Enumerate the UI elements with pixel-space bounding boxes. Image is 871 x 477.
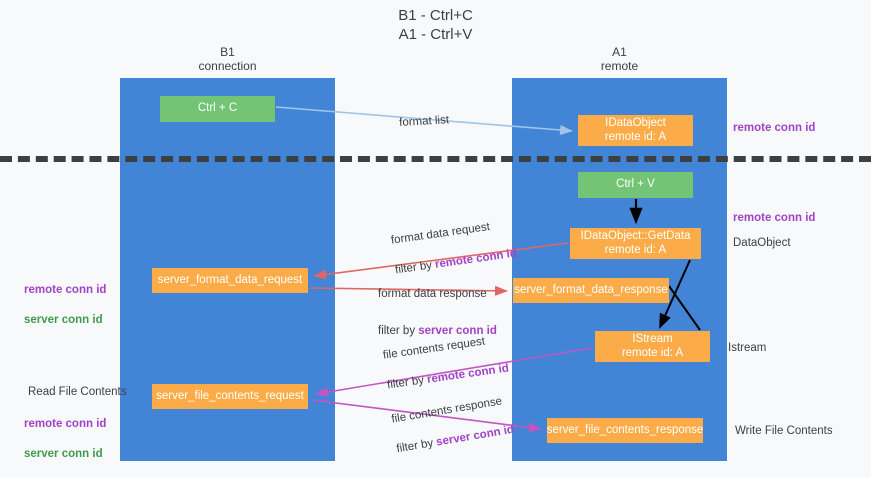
side-label-remote-conn-id-top: remote conn id [733,122,816,134]
label-file-contents-response-text: file contents response [390,395,503,426]
label-format-list-text: format list [398,114,450,129]
label-format-list: format list [398,98,449,131]
filter-prefix: filter by [395,436,438,456]
side-label-left-remote-conn-id-bottom: remote conn id [24,418,107,430]
side-label-read-file-contents: Read File Contents [28,386,127,398]
label-format-data-request-text: format data request [390,220,491,247]
filter-key-server-conn-id: server conn id [418,325,497,337]
filter-key-remote-conn-id: remote conn id [434,247,518,271]
page-title: B1 - Ctrl+C A1 - Ctrl+V [398,7,473,43]
diagram-canvas: B1 - Ctrl+C A1 - Ctrl+V B1 connection A1… [0,7,871,461]
phase-divider [0,156,871,162]
lane-header-b1: B1 connection [198,45,257,73]
side-label-left-server-conn-id-bottom: server conn id [24,448,103,460]
node-server-file-contents-response[interactable]: server_file_contents_response [547,418,703,443]
label-file-contents-request-text: file contents request [382,335,486,362]
label-format-data-response-text: format data response [378,288,487,300]
lane-header-a1: A1 remote [600,45,639,73]
side-label-group-left-bottom: remote conn id server conn id [24,402,106,477]
side-label-left-remote-conn-id-mid: remote conn id [24,284,107,296]
label-file-contents-response-filter: filter by server conn id [395,423,515,457]
filter-key-server-conn-id: server conn id [435,423,515,449]
label-format-data-response: format data response filter by server co… [378,272,497,354]
node-istream[interactable]: IStream remote id: A [595,331,710,362]
node-idataobject[interactable]: IDataObject remote id: A [578,115,693,146]
label-format-data-response-filter: filter by server conn id [378,324,497,339]
filter-prefix: filter by [378,325,419,337]
side-label-remote-conn-id-mid: remote conn id [733,212,816,224]
node-ctrl-v[interactable]: Ctrl + V [578,172,693,198]
side-label-istream: Istream [728,342,767,354]
side-label-left-server-conn-id-mid: server conn id [24,314,103,326]
node-server-format-data-request[interactable]: server_format_data_request [152,268,308,293]
node-ctrl-c[interactable]: Ctrl + C [160,96,275,122]
side-label-group-left-mid: remote conn id server conn id [24,268,106,343]
filter-prefix: filter by [386,373,428,392]
side-label-write-file-contents: Write File Contents [735,425,833,437]
side-label-data-object: DataObject [733,237,791,249]
node-server-file-contents-request[interactable]: server_file_contents_request [152,384,308,409]
node-server-format-data-response[interactable]: server_format_data_response [513,278,669,303]
node-idataobject-getdata[interactable]: IDataObject::GetData remote id: A [570,228,701,259]
